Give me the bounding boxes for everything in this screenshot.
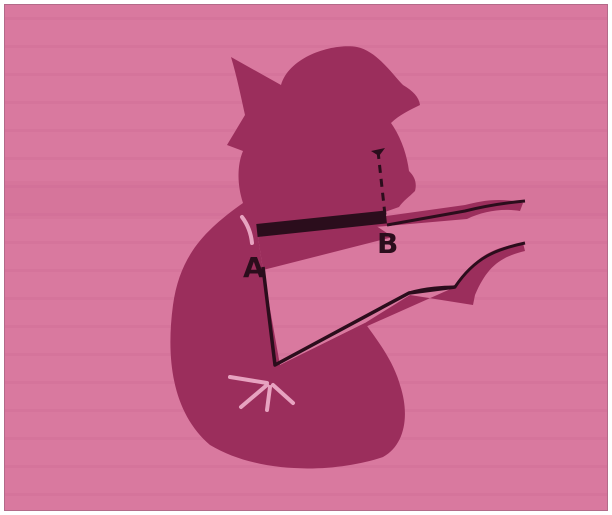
figure-head-hat [227,46,420,237]
point-label-b: B [377,227,398,260]
point-label-a: A [243,251,265,284]
diagram-svg: A B [5,5,608,511]
diagram-frame: A B [4,4,608,511]
